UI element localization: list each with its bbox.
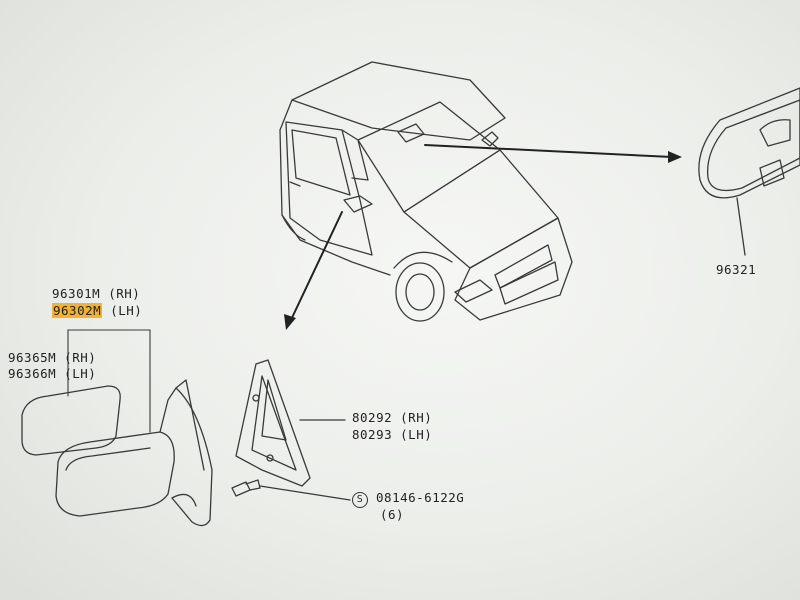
glass-rh-part-number: 96365M (RH) — [8, 350, 97, 365]
cover-lh-part-number: 80293 (LH) — [352, 427, 433, 442]
mirror-body-part — [55, 379, 213, 527]
mirror-lh-part-number: 96302M (LH) — [52, 303, 143, 318]
arrowhead-down — [284, 314, 296, 330]
mirror-callout-lines — [67, 329, 151, 433]
arrow-to-inner-mirror — [424, 144, 673, 158]
cover-rh-part-number: 80292 (RH) — [352, 410, 433, 425]
arrowhead-right — [668, 151, 682, 163]
screw-part — [231, 479, 351, 501]
car-illustration — [279, 61, 573, 322]
inner-mirror-part — [698, 87, 800, 256]
screw-quantity: (6) — [380, 507, 405, 522]
screw-symbol-icon: S — [352, 492, 368, 508]
glass-lh-part-number: 96366M (LH) — [8, 366, 97, 381]
screw-part-number: S 08146-6122G — [352, 490, 464, 508]
inner-mirror-part-number: 96321 — [716, 262, 757, 277]
corner-cover-part — [235, 359, 346, 487]
arrow-to-door-mirror — [289, 211, 343, 323]
highlight-mark: 96302M — [52, 303, 103, 318]
arrows — [289, 144, 673, 323]
mirror-glass-part — [21, 385, 121, 456]
mirror-rh-part-number: 96301M (RH) — [52, 286, 141, 301]
